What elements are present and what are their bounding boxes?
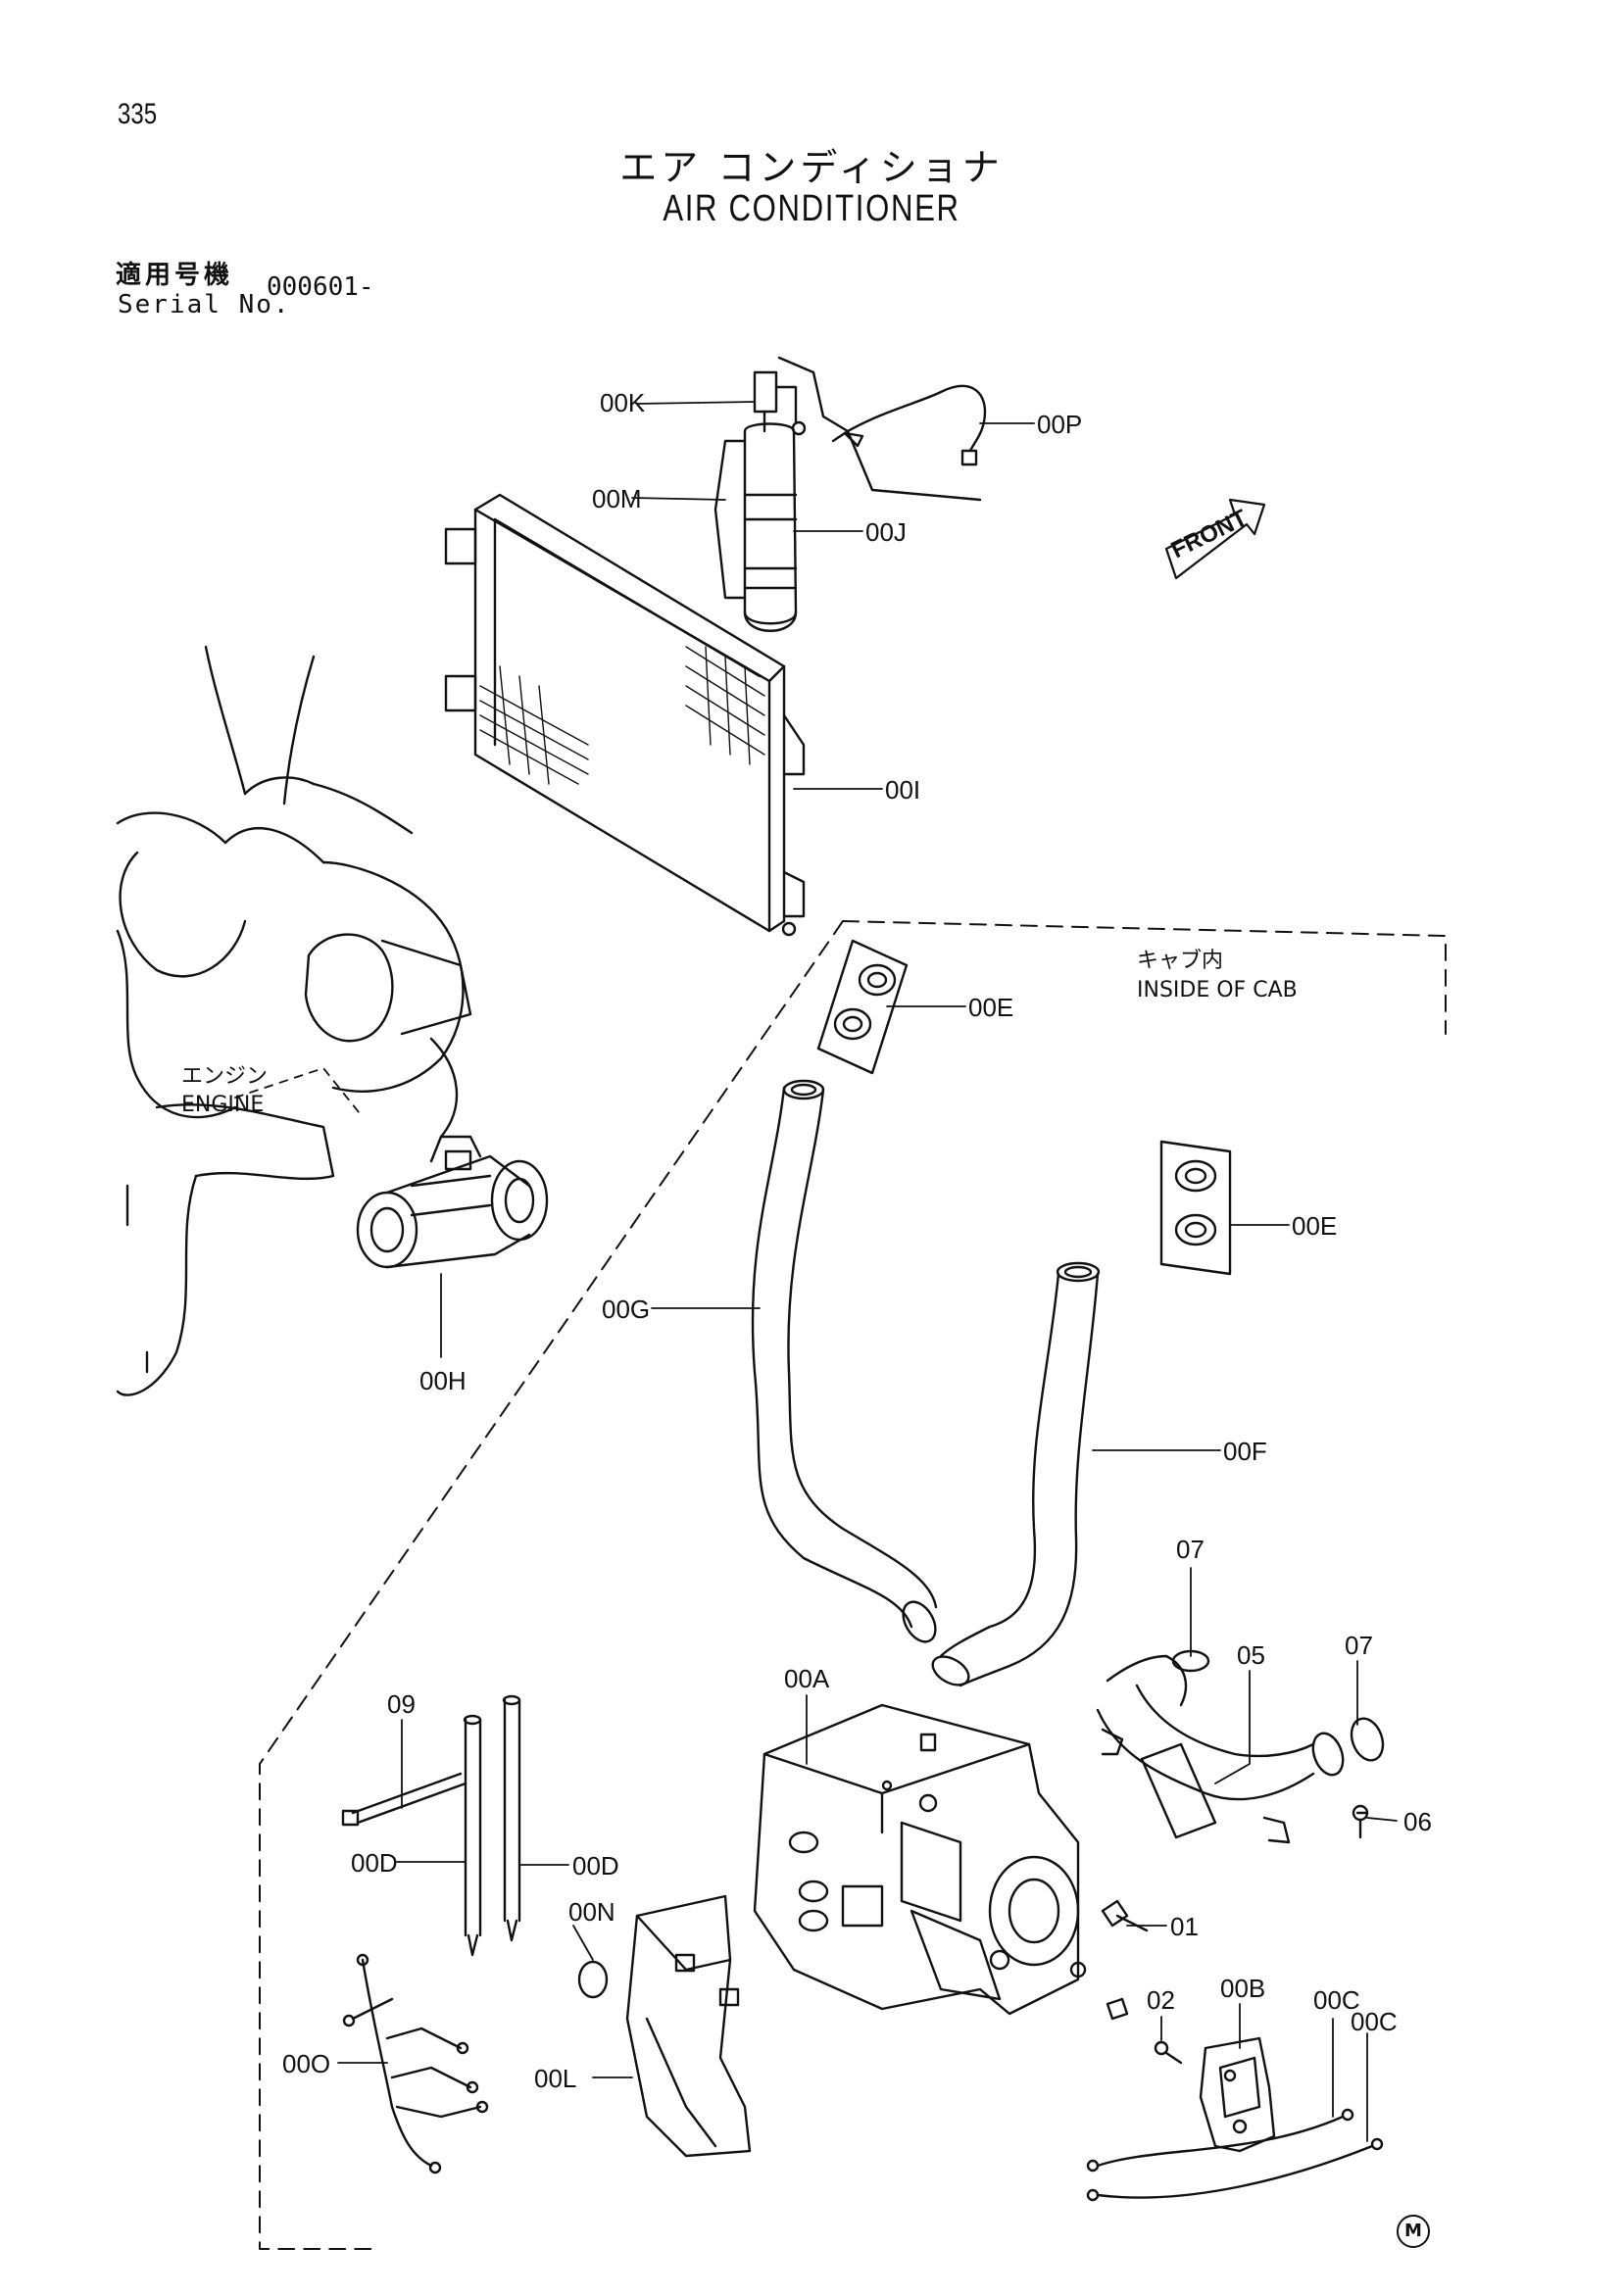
grommet-right-drawing bbox=[1159, 1140, 1232, 1276]
part-label: 09 bbox=[387, 1689, 416, 1719]
engine-label-japanese: エンジン bbox=[181, 1064, 269, 1089]
part-label: 00D bbox=[351, 1848, 398, 1878]
band-09-drawing bbox=[341, 1772, 467, 1827]
part-label: 00E bbox=[1292, 1211, 1337, 1241]
part-label: 00J bbox=[865, 517, 907, 547]
rods-00d-drawing bbox=[463, 1694, 521, 1957]
cab-label-japanese: キャブ内 bbox=[1137, 949, 1224, 973]
part-label: 00E bbox=[968, 993, 1013, 1022]
cab-label: INSIDE OF CAB bbox=[1137, 978, 1298, 1002]
part-label: 00P bbox=[1037, 410, 1082, 439]
page-title: AIR CONDITIONER bbox=[663, 188, 960, 229]
cab-boundary bbox=[259, 920, 1447, 2250]
part-label: 00G bbox=[602, 1295, 650, 1324]
duct-00l-drawing bbox=[577, 1894, 752, 2158]
part-label: 00K bbox=[600, 388, 646, 417]
part-label: 00N bbox=[568, 1897, 615, 1927]
part-label: 00H bbox=[419, 1366, 467, 1395]
footer-mark: M bbox=[1397, 2215, 1430, 2248]
leader-lines bbox=[337, 401, 1398, 2142]
engine-outline bbox=[116, 645, 472, 1396]
part-label: 00D bbox=[572, 1851, 619, 1881]
pressure-switch-harness-drawing bbox=[777, 356, 987, 502]
part-label: 01 bbox=[1170, 1912, 1199, 1941]
part-label: 00C bbox=[1313, 1985, 1360, 2015]
condenser-drawing bbox=[444, 493, 806, 937]
part-label: 02 bbox=[1147, 1985, 1175, 2015]
front-arrow bbox=[1164, 498, 1266, 580]
serial-label: Serial No. bbox=[118, 290, 291, 319]
part-label: 00F bbox=[1223, 1437, 1267, 1466]
serial-number: 000601- bbox=[267, 272, 374, 302]
part-labels: 00K 00P 00M 00J 00I 00E 00E 00H 00G 00F … bbox=[282, 388, 1432, 2093]
part-label: 00L bbox=[534, 2064, 576, 2093]
part-label: 06 bbox=[1403, 1807, 1432, 1836]
duct-05-drawing bbox=[1096, 1649, 1385, 1844]
page-number: 335 bbox=[118, 98, 158, 130]
part-label: 00B bbox=[1220, 1974, 1265, 2003]
bracket-00b-drawing bbox=[1199, 2036, 1276, 2153]
part-label: 00C bbox=[1351, 2007, 1398, 2036]
part-label: 00I bbox=[885, 775, 920, 805]
engine-label: ENGINE bbox=[181, 1093, 265, 1117]
part-label: 00O bbox=[282, 2049, 330, 2078]
part-label: 07 bbox=[1176, 1535, 1205, 1564]
part-label: 05 bbox=[1237, 1640, 1265, 1670]
part-label: 00A bbox=[784, 1664, 830, 1693]
grommet-upper-drawing bbox=[816, 939, 909, 1075]
engine-callout-line bbox=[234, 1067, 364, 1118]
part-label: 07 bbox=[1345, 1631, 1373, 1660]
hose-00g-drawing bbox=[751, 1079, 938, 1643]
compressor-drawing bbox=[356, 1135, 549, 1269]
front-label: FRONT bbox=[1167, 505, 1252, 564]
bolt-drawings bbox=[1101, 1811, 1369, 2065]
hose-00f-drawing bbox=[931, 1261, 1101, 1687]
wire-harness-drawing bbox=[342, 1953, 489, 2174]
part-label: 00M bbox=[592, 484, 642, 513]
cables-00c-drawing bbox=[1086, 2108, 1384, 2202]
ac-unit-drawing bbox=[753, 1703, 1087, 2016]
serial-label-japanese: 適用号機 bbox=[116, 261, 234, 290]
receiver-drier-drawing bbox=[713, 370, 807, 632]
page-title-japanese: エア コンディショナ bbox=[619, 146, 1004, 189]
